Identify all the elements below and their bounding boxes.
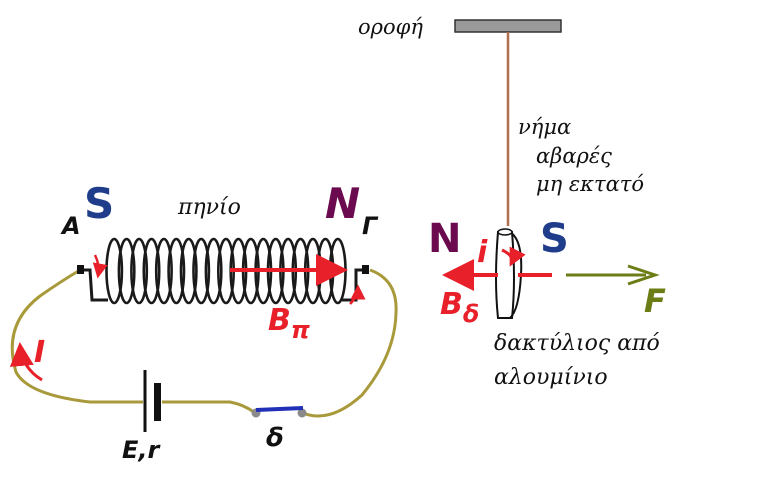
string-label-3: μη εκτατό [536, 172, 644, 196]
current-label: I [34, 335, 45, 370]
circuit-wire [10, 268, 398, 418]
coil-north-label: N [325, 179, 360, 228]
coil-loop [142, 237, 161, 305]
switch-label: δ [266, 423, 284, 453]
point-g-label: Γ [362, 212, 379, 240]
terminal-g [362, 265, 369, 274]
ring-field-label: Βδ [440, 287, 479, 328]
string-label-2: αβαρές [536, 144, 612, 168]
current-arrow-i [9, 342, 43, 382]
ring-current-label: i [477, 235, 488, 270]
coil-loop [204, 237, 223, 305]
point-a-label: Α [60, 212, 81, 240]
coil-loop [192, 237, 211, 305]
string-label-1: νήμα [518, 115, 571, 139]
aluminium-ring [495, 228, 523, 319]
coil-loop [130, 237, 149, 305]
switch [251, 406, 307, 418]
coil-label: πηνίο [177, 195, 241, 220]
force-arrow [566, 264, 660, 286]
coil-loop [117, 237, 136, 305]
ceiling-bar [454, 19, 562, 33]
coil-loop [154, 237, 173, 305]
coil-loop [167, 237, 186, 305]
current-arrow-g [349, 284, 366, 305]
coil-loop [179, 237, 198, 305]
terminal-a [77, 265, 84, 274]
ceiling-label: οροφή [358, 15, 423, 39]
coil-field-label: Βπ [268, 303, 310, 344]
coil-lead-left [84, 268, 108, 302]
ring-current-arrow [501, 246, 526, 267]
ring-south-label: S [540, 216, 569, 262]
battery-label: E,r [122, 436, 162, 464]
coil-south-label: S [84, 179, 114, 228]
ring-label-1: δακτύλιος από [494, 331, 660, 356]
ring-label-2: αλουμίνιο [494, 365, 608, 390]
force-label: F [644, 282, 666, 320]
ring-north-label: N [428, 216, 461, 262]
battery [143, 370, 161, 432]
current-arrow-a [92, 254, 108, 279]
